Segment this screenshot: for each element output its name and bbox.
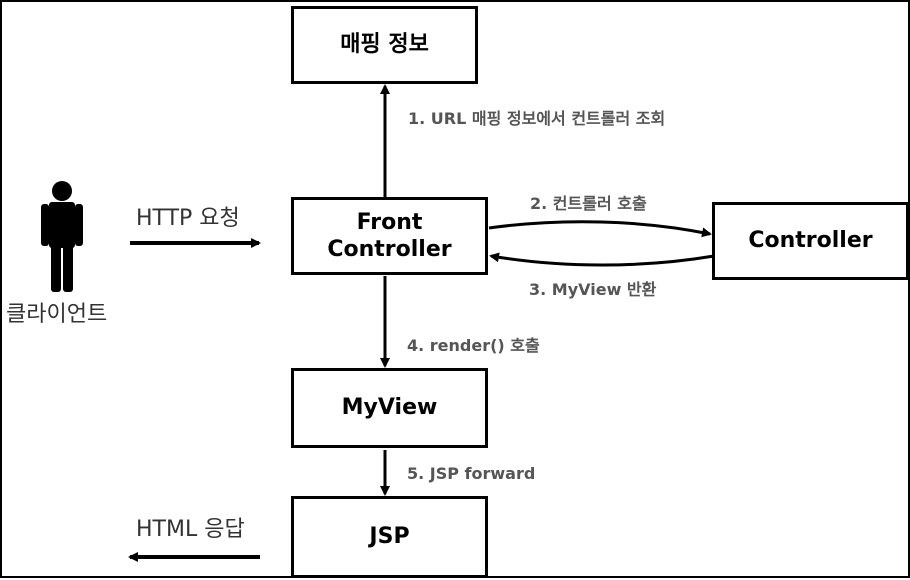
mapping-info-box: 매핑 정보: [291, 6, 478, 84]
controller-box: Controller: [712, 202, 909, 280]
front-controller-box: Front Controller: [291, 197, 488, 275]
step5-label: 5. JSP forward: [407, 464, 536, 483]
step3-arrow: [489, 252, 715, 267]
myview-box: MyView: [291, 368, 488, 448]
jsp-box: JSP: [291, 496, 488, 578]
person-icon: [41, 181, 83, 292]
http-request-label: HTTP 요청: [136, 206, 240, 231]
mapping-info-label: 매핑 정보: [340, 32, 429, 58]
controller-label: Controller: [748, 228, 873, 254]
step4-label: 4. render() 호출: [407, 336, 540, 355]
step2-label: 2. 컨트롤러 호출: [530, 194, 647, 213]
front-controller-label-line2: Controller: [327, 237, 452, 262]
step3-label: 3. MyView 반환: [529, 280, 657, 299]
step1-label: 1. URL 매핑 정보에서 컨트롤러 조회: [408, 109, 666, 128]
step2-arrow: [488, 220, 712, 238]
front-controller-label-line1: Front: [356, 209, 423, 235]
client-label: 클라이언트: [6, 302, 108, 327]
html-response-label: HTML 응답: [136, 517, 245, 542]
jsp-label: JSP: [369, 524, 410, 550]
myview-label: MyView: [341, 395, 438, 421]
